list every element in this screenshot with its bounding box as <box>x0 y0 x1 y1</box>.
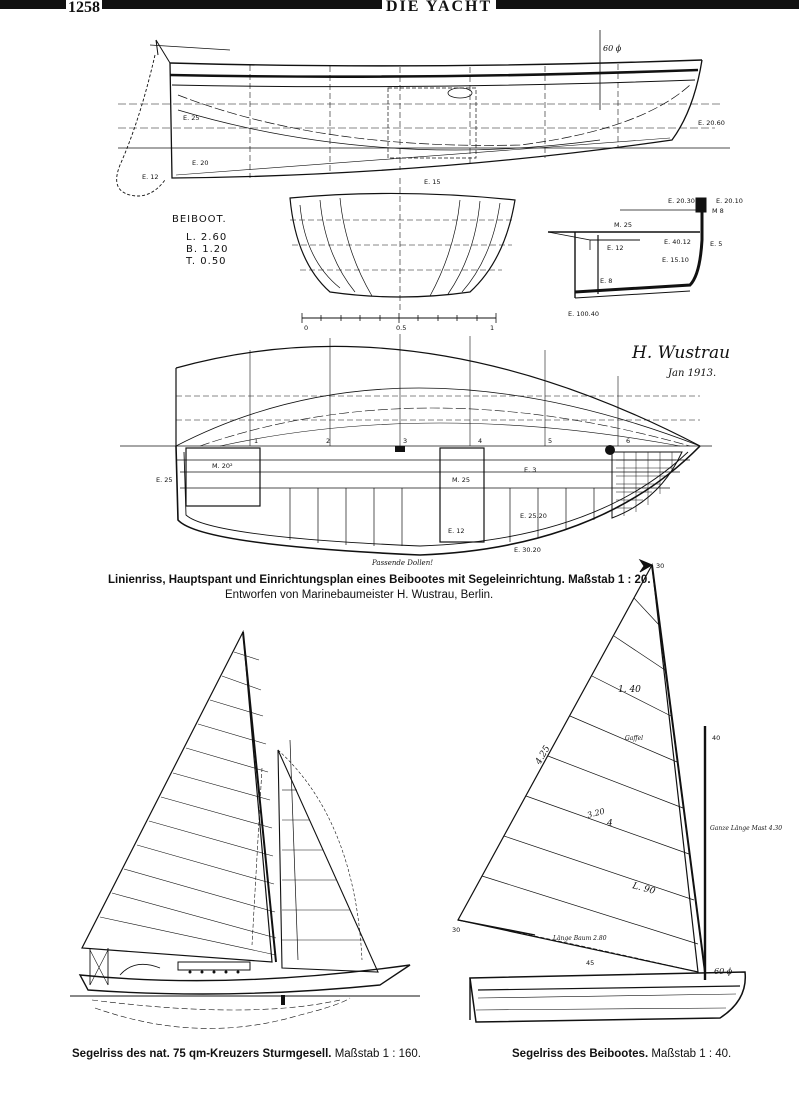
cruiser-sail-plan <box>70 629 420 1029</box>
label-dollen: Passende Dollen! <box>371 559 433 567</box>
caption-dinghy-text: Segelriss des Beibootes. <box>512 1048 649 1060</box>
label-e2030: E. 20.30 <box>668 197 695 205</box>
sail-label-45: 45 <box>586 959 594 967</box>
sail-label-30: 30 <box>452 926 460 934</box>
label-e2010: E. 20.10 <box>716 197 743 205</box>
dinghy-sail-plan: 1. 40 4.25 3.20 4 L. 90 Gaffel Ganze Län… <box>452 558 782 1023</box>
label-m8: M 8 <box>712 207 724 215</box>
station-5: 5 <box>548 437 552 445</box>
sail-label-40: 40 <box>712 734 720 742</box>
label-e3: E. 3 <box>524 466 536 474</box>
label-m25-plan: M. 25 <box>452 476 470 484</box>
label-m20: M. 20² <box>212 462 233 470</box>
sail-label-mast-length: Ganze Länge Mast 4.30 <box>710 825 782 832</box>
label-e12-plan: E. 12 <box>448 527 465 535</box>
scale-tick-0: 0 <box>304 324 308 332</box>
boat-name: BEIBOOT. <box>172 214 227 225</box>
sail-label-gaffel: Gaffel <box>625 735 643 742</box>
sail-label-60: 60 ϕ <box>714 967 733 976</box>
dim-length: L. 2.60 <box>186 232 227 243</box>
caption-dinghy-scale: Maßstab 1 : 40. <box>651 1048 732 1060</box>
label-m25-section: M. 25 <box>614 221 632 229</box>
station-3: 3 <box>403 437 407 445</box>
caption-main-text: Linienriss, Hauptspant und Einrichtungsp… <box>108 574 565 586</box>
body-plan: E. 15 0 0.5 1 <box>289 178 516 332</box>
station-4: 4 <box>478 437 482 445</box>
scale-tick-05: 0.5 <box>396 324 406 332</box>
dim-draft: T. 0.50 <box>185 256 227 267</box>
label-e8: E. 8 <box>600 277 612 285</box>
label-e3020: E. 30.20 <box>514 546 541 554</box>
sail-label-boom: Länge Baum 2.80 <box>552 935 607 942</box>
dim-beam: B. 1.20 <box>186 244 228 255</box>
caption-main-scale: Maßstab 1 : 20. <box>568 574 651 586</box>
label-e2060: E. 20.60 <box>698 119 725 127</box>
midship-section: E. 20.30 E. 20.10 M 8 M. 25 E. 12 E. 40.… <box>547 197 743 318</box>
label-e1510: E. 15.10 <box>662 256 689 264</box>
running-head: DIE YACHT <box>382 0 497 15</box>
label-60: 60 ϕ <box>603 44 622 53</box>
station-1: 1 <box>254 437 258 445</box>
caption-cruiser: Segelriss des nat. 75 qm-Kreuzers Sturmg… <box>72 1048 421 1060</box>
caption-cruiser-scale: Maßstab 1 : 160. <box>334 1048 421 1060</box>
caption-dinghy: Segelriss des Beibootes. Maßstab 1 : 40. <box>512 1048 731 1060</box>
caption-designer: Entworfen von Marinebaumeister H. Wustra… <box>225 589 494 601</box>
label-e25-top: E. 25 <box>183 114 200 122</box>
station-6: 6 <box>626 437 630 445</box>
label-e5: E. 5 <box>710 240 722 248</box>
caption-cruiser-text: Segelriss des nat. 75 qm-Kreuzers Sturmg… <box>72 1048 332 1060</box>
designer-signature: H. Wustrau <box>631 343 730 363</box>
sail-label-top: 30 <box>656 562 664 570</box>
sail-label-3-20: 3.20 <box>586 807 606 820</box>
label-e10040: E. 100.40 <box>568 310 599 318</box>
label-e25-plan: E. 25 <box>156 476 173 484</box>
sheer-plan: 60 ϕ E. 20.60 E. 25 E. 20 E. 12 <box>116 30 730 197</box>
signature-date: Jan 1913. <box>666 368 716 379</box>
half-breadth-plan: 1 2 3 4 5 6 M. 20² M. 25 E. 3 E. 25 E. 1… <box>120 334 712 567</box>
sail-label-l-90: L. 90 <box>630 881 656 897</box>
page-number: 1258 <box>66 0 102 16</box>
label-e15: E. 15 <box>424 178 441 186</box>
sail-label-4-25: 4.25 <box>533 744 552 767</box>
label-e12-rudder: E. 12 <box>142 173 159 181</box>
label-e20: E. 20 <box>192 159 209 167</box>
caption-main: Linienriss, Hauptspant und Einrichtungsp… <box>108 574 651 586</box>
label-e4012: E. 40.12 <box>664 238 691 246</box>
label-e12-section: E. 12 <box>607 244 624 252</box>
sail-label-4: 4 <box>606 819 613 829</box>
scale-tick-1: 1 <box>490 324 494 332</box>
station-2: 2 <box>326 437 330 445</box>
sail-label-1-40: 1. 40 <box>618 685 641 695</box>
label-e2520: E. 25.20 <box>520 512 547 520</box>
